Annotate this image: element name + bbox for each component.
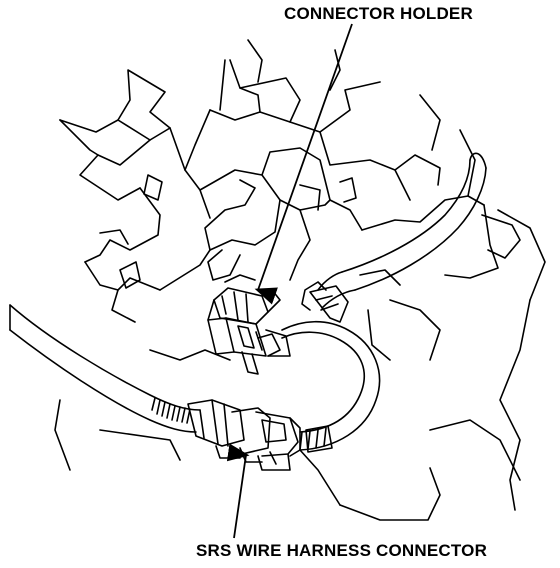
connector-holder-leader — [254, 23, 353, 305]
srs-connector-leader — [226, 443, 250, 539]
srs-connector-assembly — [187, 399, 301, 471]
right-harness — [281, 320, 381, 453]
upper-connector-assembly — [207, 274, 291, 375]
left-hose — [9, 304, 201, 433]
engine-bay-background — [54, 39, 546, 521]
connector-holder-label: CONNECTOR HOLDER — [284, 4, 473, 23]
upper-hose — [301, 152, 487, 323]
srs-wire-harness-connector-label: SRS WIRE HARNESS CONNECTOR — [196, 541, 488, 560]
